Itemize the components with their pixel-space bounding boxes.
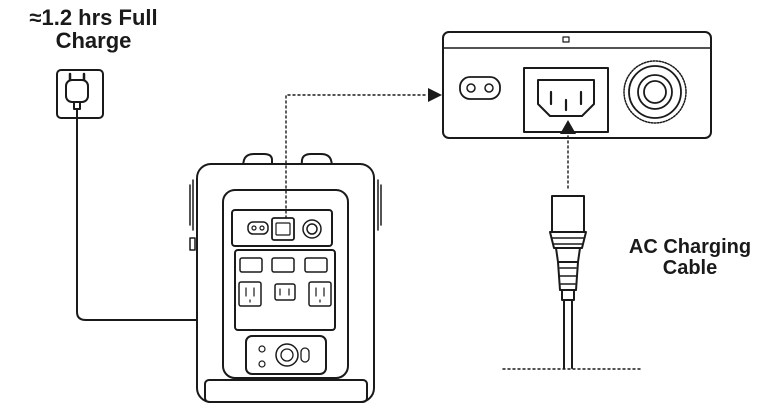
- charge-time-label: ≈1.2 hrs Full Charge: [6, 6, 181, 52]
- power-station-icon: [189, 153, 382, 403]
- zoomed-port-panel: [442, 31, 712, 139]
- wall-outlet-icon: [56, 69, 104, 119]
- ac-charging-cable-label: AC Charging Cable: [610, 237, 769, 279]
- arrow-head-icon: [428, 88, 442, 102]
- cable-label-line2: Cable: [662, 257, 718, 279]
- charge-time-line1: ≈1.2 hrs Full: [29, 5, 158, 30]
- cable-label-line1: AC Charging: [628, 236, 752, 258]
- callout-line: [285, 94, 429, 219]
- charge-time-line2: Charge: [55, 28, 132, 54]
- arrow-head-icon: [560, 120, 576, 134]
- ac-plug-icon: [549, 195, 587, 369]
